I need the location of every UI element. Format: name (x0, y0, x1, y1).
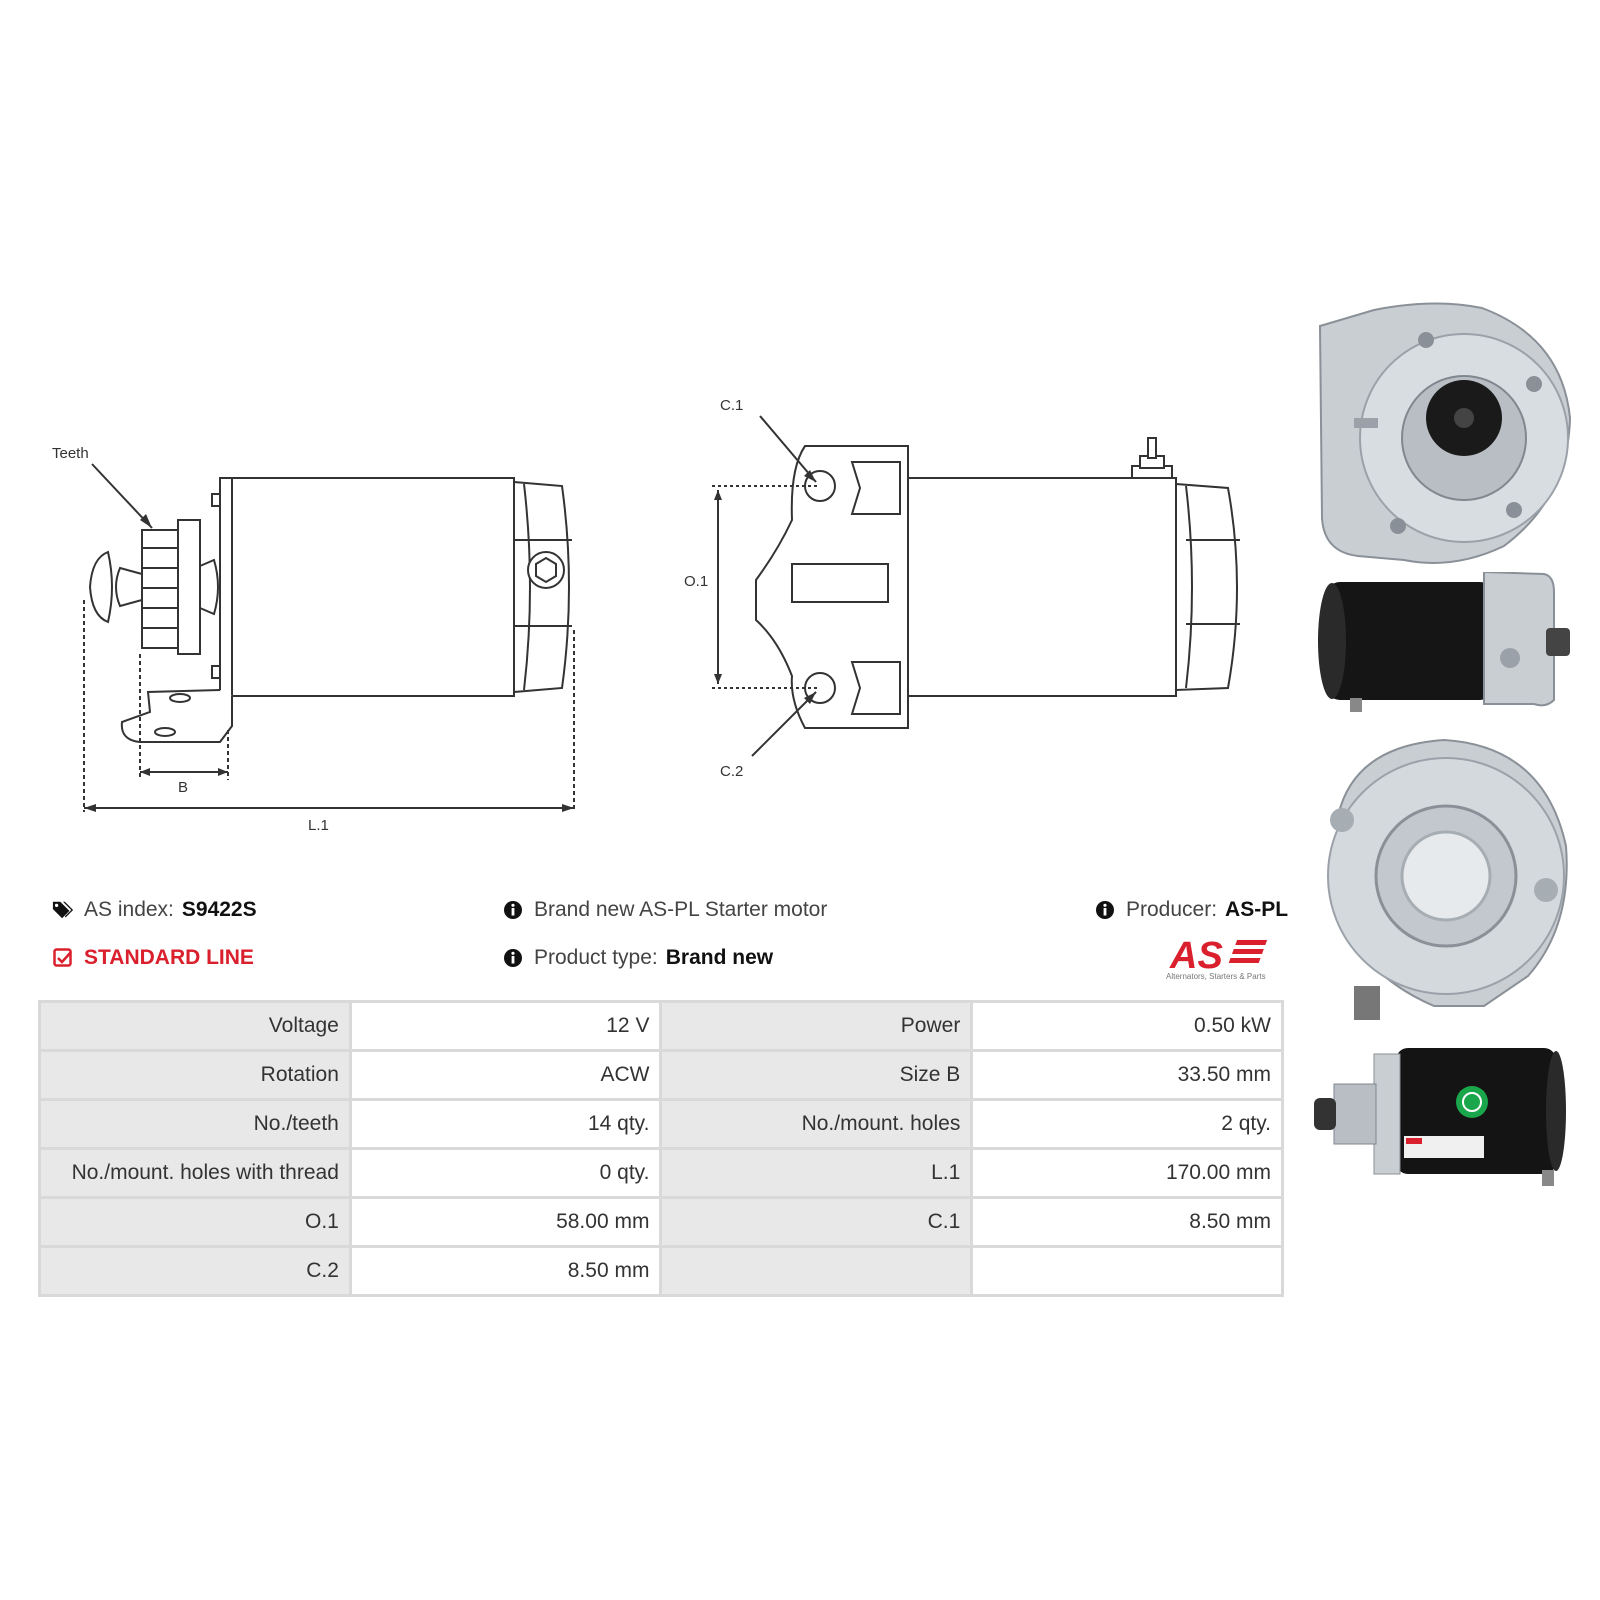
terminal-nut (527, 551, 565, 589)
spec-value: ACW (348, 1049, 663, 1101)
photo-angle-view[interactable] (1310, 1040, 1574, 1190)
product-type-value: Brand new (665, 946, 774, 969)
as-index-value: S9422S (181, 898, 257, 921)
spec-value: 33.50 mm (970, 1049, 1284, 1101)
standard-line-label: STANDARD LINE (84, 946, 254, 969)
spec-value: 14 qty. (348, 1098, 663, 1150)
c2-label: C.2 (720, 763, 743, 780)
as-index-row: AS index: S9422S (52, 898, 257, 922)
mount-hole-c1 (804, 470, 836, 502)
spec-label: Rotation (38, 1049, 352, 1101)
info-circle-icon (1094, 899, 1116, 921)
spec-label: No./mount. holes (659, 1098, 974, 1150)
spec-value: 12 V (348, 1000, 663, 1052)
flange-front (755, 445, 909, 729)
producer-value: AS-PL (1225, 898, 1289, 921)
spec-label: Size B (659, 1049, 974, 1101)
info-circle-icon (502, 947, 524, 969)
spec-value: 8.50 mm (348, 1245, 663, 1297)
spec-value: 0 qty. (348, 1147, 663, 1199)
producer-label: Producer: (1126, 898, 1218, 921)
spec-label: L.1 (659, 1147, 974, 1199)
spec-label: Power (659, 1000, 974, 1052)
spec-label: O.1 (38, 1196, 352, 1248)
spec-label: No./teeth (38, 1098, 352, 1150)
tags-icon (52, 899, 74, 921)
photo-rear-view[interactable] (1314, 736, 1574, 1026)
b-label: B (178, 779, 188, 796)
teeth-label: Teeth (52, 445, 89, 462)
l1-label: L.1 (308, 817, 329, 834)
spec-value: 8.50 mm (970, 1196, 1284, 1248)
product-type-label: Product type: (534, 946, 658, 969)
o1-label: O.1 (684, 573, 708, 590)
spec-label: C.1 (659, 1196, 974, 1248)
logo-tagline: Alternators, Starters & Parts (1166, 972, 1266, 981)
spec-label: C.2 (38, 1245, 352, 1297)
as-index-label: AS index: (84, 898, 174, 921)
spec-label (659, 1245, 974, 1297)
description-text: Brand new AS-PL Starter motor (534, 898, 828, 921)
motor-body-front (907, 477, 1177, 697)
spec-label: Voltage (38, 1000, 352, 1052)
c1-label: C.1 (720, 397, 743, 414)
check-square-icon (52, 947, 74, 969)
motor-endcap-front (1175, 482, 1238, 692)
mount-hole-c2 (804, 672, 836, 704)
producer-row: Producer: AS-PL (1094, 898, 1288, 922)
photo-side-view[interactable] (1314, 572, 1574, 712)
motor-endcap-side (513, 480, 570, 694)
description-row: Brand new AS-PL Starter motor (502, 898, 827, 922)
spec-label: No./mount. holes with thread (38, 1147, 352, 1199)
spec-value: 170.00 mm (970, 1147, 1284, 1199)
motor-body-side (227, 477, 515, 697)
photo-front-view[interactable] (1314, 298, 1574, 568)
as-pl-logo: AS (1169, 935, 1268, 977)
logo-text: AS (1169, 935, 1223, 977)
pinion-gear (141, 529, 179, 649)
product-type-row: Product type: Brand new (502, 946, 773, 970)
spec-value: 0.50 kW (970, 1000, 1284, 1052)
info-circle-icon (502, 899, 524, 921)
spec-value: 58.00 mm (348, 1196, 663, 1248)
spec-value: 2 qty. (970, 1098, 1284, 1150)
spec-value (970, 1245, 1284, 1297)
mount-bracket (120, 689, 233, 743)
standard-line-row: STANDARD LINE (52, 946, 254, 970)
